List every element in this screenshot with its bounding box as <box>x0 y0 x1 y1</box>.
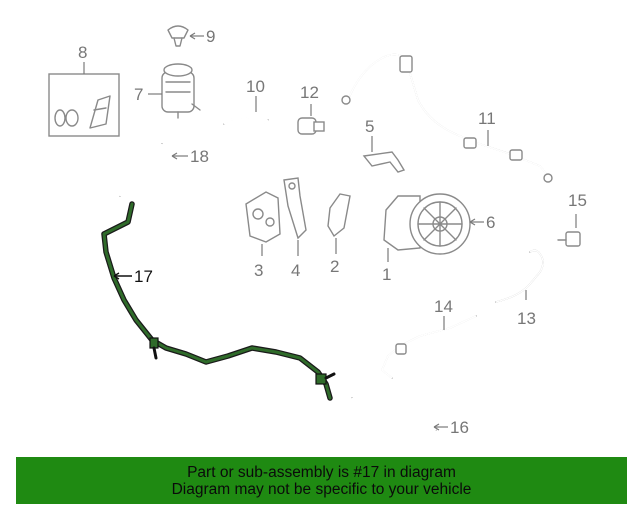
callout-3: 3 <box>254 261 263 280</box>
part-8-seal-kit[interactable] <box>48 62 120 137</box>
callout-15: 15 <box>568 191 587 210</box>
part-7-reservoir[interactable] <box>148 63 201 119</box>
callout-11: 11 <box>478 109 496 128</box>
parts-diagram: 8 9 7 10 12 11 <box>48 25 587 438</box>
part-18-return-hose[interactable] <box>118 143 188 197</box>
part-4-bracket[interactable] <box>283 177 307 256</box>
callout-10: 10 <box>246 77 265 96</box>
part-3-mount[interactable] <box>245 191 281 256</box>
part-16-hose[interactable] <box>350 397 448 438</box>
part-15-bolt[interactable] <box>557 214 581 247</box>
callout-1: 1 <box>382 265 391 284</box>
callout-17: 17 <box>134 267 153 286</box>
part-2-bracket[interactable] <box>327 193 351 254</box>
callout-9: 9 <box>206 27 215 46</box>
callout-6: 6 <box>486 213 495 232</box>
callout-7: 7 <box>134 85 143 104</box>
part-11-pressure-line[interactable] <box>341 53 553 183</box>
part-17-pressure-line[interactable] <box>101 201 336 401</box>
callout-13: 13 <box>517 309 536 328</box>
part-5-bracket[interactable] <box>362 136 406 173</box>
callout-2: 2 <box>330 257 339 276</box>
info-banner: Part or sub-assembly is #17 in diagram D… <box>16 457 627 504</box>
banner-line-2: Diagram may not be specific to your vehi… <box>171 480 472 498</box>
callout-8: 8 <box>78 43 87 62</box>
callout-12: 12 <box>300 83 319 102</box>
part-13-line[interactable] <box>495 249 544 303</box>
callout-16: 16 <box>450 418 469 437</box>
part-10-hose[interactable] <box>223 96 269 125</box>
callout-5: 5 <box>365 117 374 136</box>
part-12-sensor[interactable] <box>297 104 325 135</box>
part-1-pump[interactable] <box>383 193 484 262</box>
banner-line-1: Part or sub-assembly is #17 in diagram <box>187 463 456 481</box>
callout-18: 18 <box>190 147 209 166</box>
callout-4: 4 <box>291 261 300 280</box>
part-9-clip[interactable] <box>167 25 204 47</box>
callout-14: 14 <box>434 297 453 316</box>
part-14-cooler-line[interactable] <box>381 315 477 379</box>
